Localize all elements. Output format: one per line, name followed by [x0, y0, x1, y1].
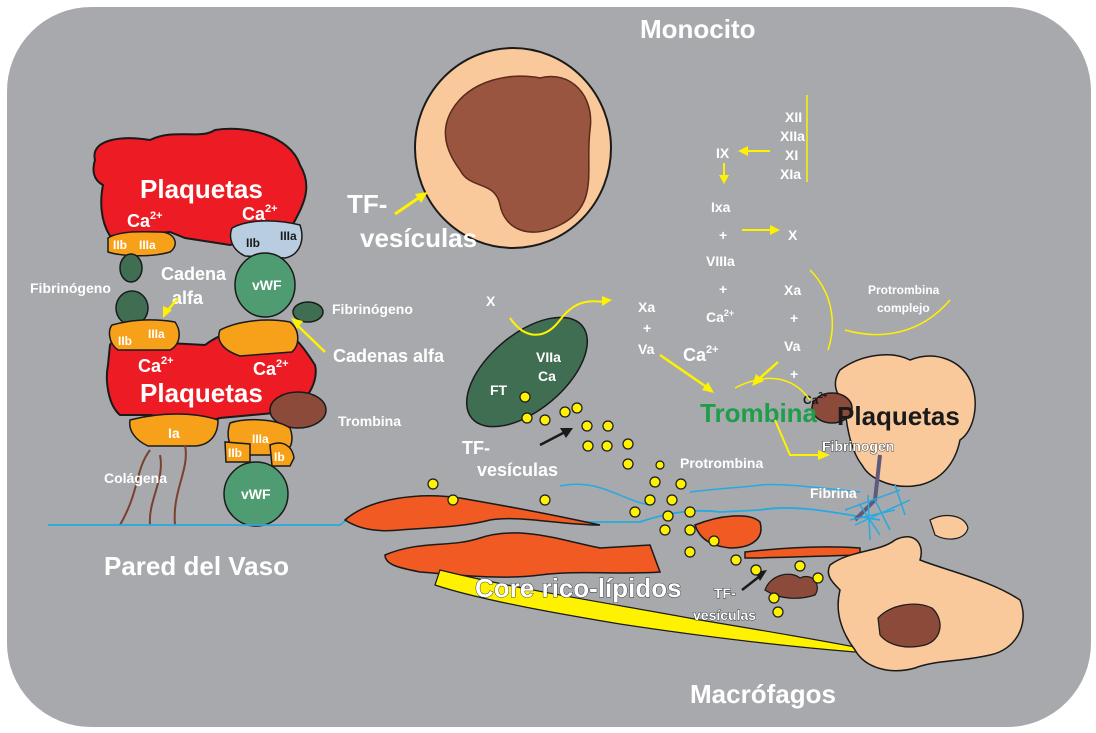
fibrinogen-bead-1: [120, 254, 142, 282]
viia-label: VIIa: [536, 349, 561, 365]
iiia-top-left: IIIa: [139, 238, 156, 252]
protrombina-complejo-line1: Protrombina: [868, 283, 940, 297]
pared-vaso-label: Pared del Vaso: [104, 551, 289, 581]
xa-left: Xa: [638, 299, 655, 315]
plus-1: +: [719, 227, 727, 243]
iib-bottom-left: IIb: [118, 334, 132, 348]
fibrinogen-label: Fibrinogen: [822, 438, 894, 454]
x-label-left: X: [486, 293, 496, 309]
ixa-label: Ixa: [711, 199, 731, 215]
ia-label: Ia: [168, 425, 180, 441]
plus-3: +: [790, 310, 798, 326]
plaquetas-right-label: Plaquetas: [837, 401, 960, 431]
plus-4: +: [790, 366, 798, 382]
x-label-right: X: [788, 227, 798, 243]
xiia-label: XIIa: [780, 128, 805, 144]
protrombina-label: Protrombina: [680, 455, 763, 471]
macrophage-nucleus: [878, 604, 940, 647]
iiia-bottom: IIIa: [252, 432, 269, 446]
xi-label: XI: [785, 147, 798, 163]
tf-vesiculas-monocyte-line1: TF-: [347, 189, 387, 219]
macrophage-small: [930, 516, 968, 539]
tf-vesiculas-mid-line2: vesículas: [477, 460, 558, 480]
fibrina-label: Fibrina: [810, 485, 857, 501]
fibrinogeno-left-label: Fibrinógeno: [30, 280, 111, 296]
fibrinogen-bead-right: [293, 302, 323, 322]
cadena-alfa-line1: Cadena: [161, 264, 227, 284]
ix-label: IX: [716, 145, 730, 161]
trombina-green-label: Trombina: [700, 398, 818, 428]
xia-label: XIa: [780, 166, 801, 182]
core-label: Core rico-lípidos: [475, 573, 682, 603]
iiia-top-right: IIIa: [280, 229, 297, 243]
macrofagos-label: Macrófagos: [690, 679, 836, 709]
iib-top-left: IIb: [113, 238, 127, 252]
plus-2: +: [719, 281, 727, 297]
colagena-label: Colágena: [104, 470, 167, 486]
trombina-label: Trombina: [338, 413, 401, 429]
plaquetas-top-label: Plaquetas: [140, 174, 263, 204]
fibrinogeno-right-label: Fibrinógeno: [332, 301, 413, 317]
xii-label: XII: [785, 109, 802, 125]
ca-ft-label: Ca: [538, 368, 556, 384]
va-left: Va: [638, 341, 655, 357]
vwf-top-label: vWF: [252, 277, 282, 293]
tf-vesiculas-mid-line1: TF-: [462, 438, 490, 458]
protrombina-complejo-line2: complejo: [877, 301, 930, 315]
vwf-bottom-label: vWF: [241, 486, 271, 502]
xa-right: Xa: [784, 282, 801, 298]
viiia-label: VIIIa: [706, 253, 735, 269]
iib-bottom: IIb: [228, 446, 242, 460]
ft-label: FT: [490, 382, 508, 398]
va-right: Va: [784, 338, 801, 354]
iiia-bottom-left: IIIa: [148, 327, 165, 341]
plaquetas-bottom-label: Plaquetas: [140, 378, 263, 408]
tf-vesiculas-monocyte-line2: vesículas: [360, 223, 477, 253]
iib-top-right: IIb: [246, 236, 260, 250]
tf-vesiculas-bottom-line1: TF-: [714, 585, 736, 601]
cadenas-alfa-label: Cadenas alfa: [333, 346, 445, 366]
tf-vesiculas-bottom-line2: vesículas: [693, 607, 756, 623]
plus-xa-va: +: [643, 320, 651, 336]
receptor-bottom-right: [219, 320, 298, 356]
ib-bottom: Ib: [274, 450, 285, 464]
monocito-label: Monocito: [640, 14, 756, 44]
monocyte: [415, 48, 611, 248]
